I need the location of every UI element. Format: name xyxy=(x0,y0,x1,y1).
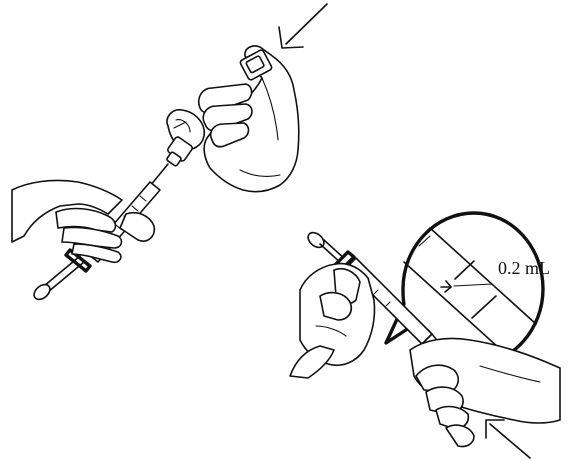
arrow-up-left-icon xyxy=(485,419,531,459)
dose-volume-label: 0.2 mL xyxy=(498,258,550,278)
needle-top xyxy=(149,163,169,187)
right-hand-bottom xyxy=(409,337,561,448)
left-hand-top xyxy=(11,179,156,264)
upper-hand xyxy=(197,45,300,193)
vial xyxy=(166,108,206,167)
top-panel-draw-dose xyxy=(11,3,328,301)
arrow-down-left-icon xyxy=(278,3,328,49)
left-hand-bottom xyxy=(289,262,376,379)
bottom-panel-measure-dose xyxy=(289,211,561,459)
